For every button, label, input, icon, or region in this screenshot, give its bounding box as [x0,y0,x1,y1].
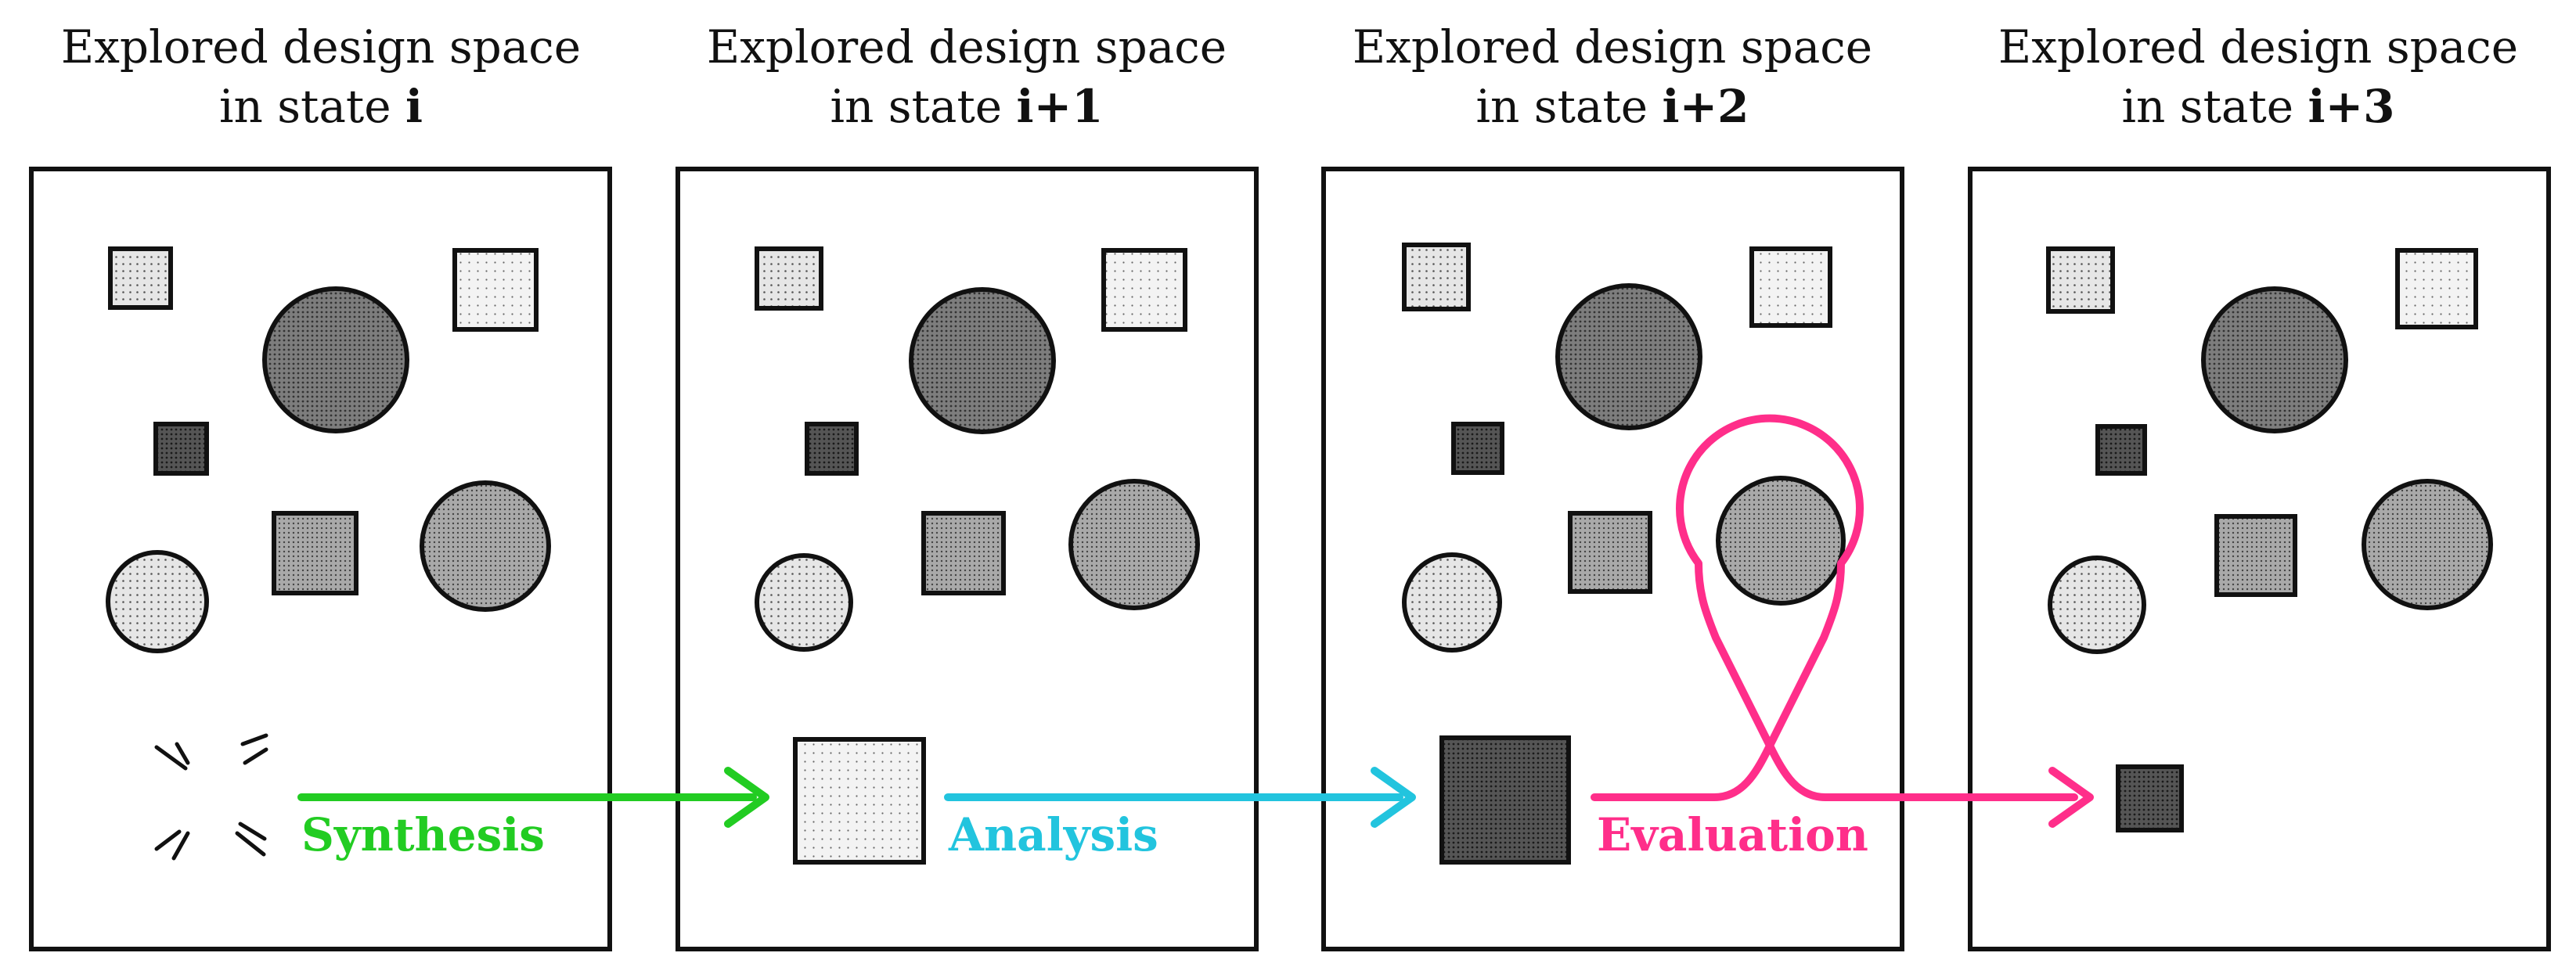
panel-title-2-line2: in state i+1 [646,77,1288,136]
p2-light-square [1101,248,1187,332]
panel-title-3: Explored design space in state i+2 [1292,17,1933,136]
analysis-label: Analysis [948,808,1158,861]
synthesis-label: Synthesis [301,808,545,861]
panel-title-4-prefix: in state [2121,80,2308,133]
p1-small-square [108,246,173,310]
panel-title-3-line2: in state i+2 [1292,77,1933,136]
panel-frame-1 [29,167,612,951]
panel-frame-2 [676,167,1259,951]
p3-medium-square [1568,511,1652,594]
p4-small-square [2046,246,2115,314]
panel-frame-4 [1968,167,2551,951]
panel-title-2-state: i+1 [1016,80,1104,133]
panel-2-shapes [755,246,1200,865]
evaluation-arrow-head [2048,767,2094,828]
analysis-arrow-head [1371,767,1416,828]
p4-light-square [2395,248,2478,329]
p2-light-circle [755,553,853,652]
p2-tiny-dark-square [805,422,859,476]
p4-tiny-dark-square [2095,424,2147,476]
p2-medium-circle [1068,479,1200,610]
p4-big-dark-circle [2201,286,2348,433]
p3-small-square [1402,243,1471,311]
p3-analyzed-design-square [1439,735,1571,865]
p3-light-square [1749,246,1832,328]
panel-title-2: Explored design space in state i+1 [646,17,1288,136]
p1-light-circle [106,550,209,653]
panel-4-shapes [2046,246,2493,832]
panel-3-shapes [1402,243,1846,865]
panel-title-1: Explored design space in state i [0,17,642,136]
panel-title-1-line2: in state i [0,77,642,136]
sparkle-icon [154,733,268,861]
p4-light-circle [2048,556,2146,654]
p3-light-circle [1402,552,1502,653]
evaluation-label: Evaluation [1597,808,1868,861]
panel-title-3-prefix: in state [1475,80,1663,133]
panel-title-4: Explored design space in state i+3 [1937,17,2576,136]
p1-medium-circle [420,480,551,612]
p2-medium-square [921,511,1006,595]
panel-frame-3 [1321,167,1904,951]
evaluation-arrow-loop [1591,414,2078,801]
analysis-arrow: Analysis [944,767,1416,861]
p1-big-dark-circle [262,286,409,433]
panel-title-1-prefix: in state [218,80,405,133]
synthesis-arrow-head [724,767,769,828]
panel-title-3-state: i+2 [1662,80,1749,133]
panel-title-2-prefix: in state [830,80,1017,133]
panel-title-1-state: i [405,80,423,133]
evaluation-arrow: Evaluation [1591,414,2094,861]
p3-tiny-dark-square [1451,422,1504,475]
panel-title-4-line1: Explored design space [1998,20,2519,74]
panel-1-shapes [106,246,551,653]
p2-big-dark-circle [909,287,1056,434]
p2-small-square [755,246,823,311]
p1-tiny-dark-square [153,422,209,476]
p4-medium-circle [2362,479,2493,610]
synthesis-arrow: Synthesis [297,767,769,861]
p1-light-square [452,248,539,332]
p4-evaluated-design-square [2116,764,2184,832]
p4-medium-square [2214,514,2297,597]
panel-title-4-line2: in state i+3 [1937,77,2576,136]
p1-medium-square [272,511,358,595]
p3-medium-circle [1716,476,1846,606]
panel-title-1-line1: Explored design space [60,20,582,74]
panel-title-2-line1: Explored design space [706,20,1227,74]
p3-big-dark-circle [1555,283,1702,430]
panel-title-4-state: i+3 [2308,80,2395,133]
panel-title-3-line1: Explored design space [1352,20,1873,74]
p2-new-design-square [793,737,926,865]
